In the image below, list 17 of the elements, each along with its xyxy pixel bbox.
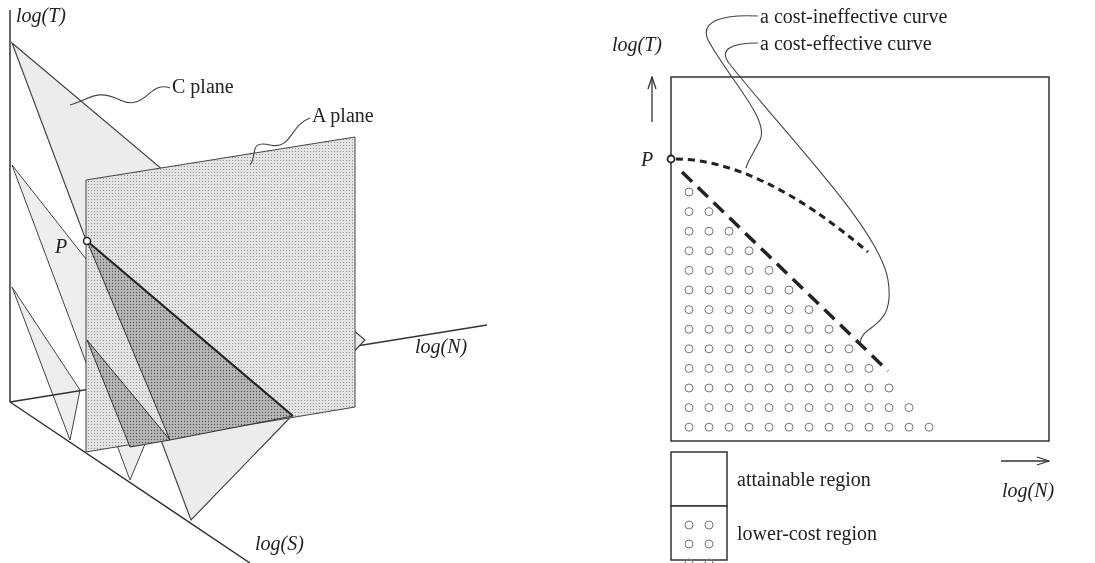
- axis-label: log(T): [612, 33, 662, 55]
- leader-line: [69, 86, 171, 106]
- legend-label: lower-cost region: [737, 522, 878, 544]
- dashed-curve: [675, 157, 869, 254]
- axis-label: log(T): [16, 4, 66, 26]
- leader-line: [705, 15, 763, 169]
- legend-label: attainable region: [737, 468, 871, 490]
- point-label: P: [55, 235, 68, 257]
- point-label: P: [641, 148, 654, 170]
- callout-label: A plane: [312, 104, 374, 126]
- leader-line: [724, 42, 890, 344]
- callout-label: C plane: [172, 75, 234, 97]
- axis-label: log(S): [255, 532, 304, 554]
- axis-label: log(N): [415, 335, 468, 357]
- axis-label: log(N): [1002, 479, 1055, 501]
- callout-label: a cost-ineffective curve: [760, 5, 948, 27]
- callout-label: a cost-effective curve: [760, 32, 932, 54]
